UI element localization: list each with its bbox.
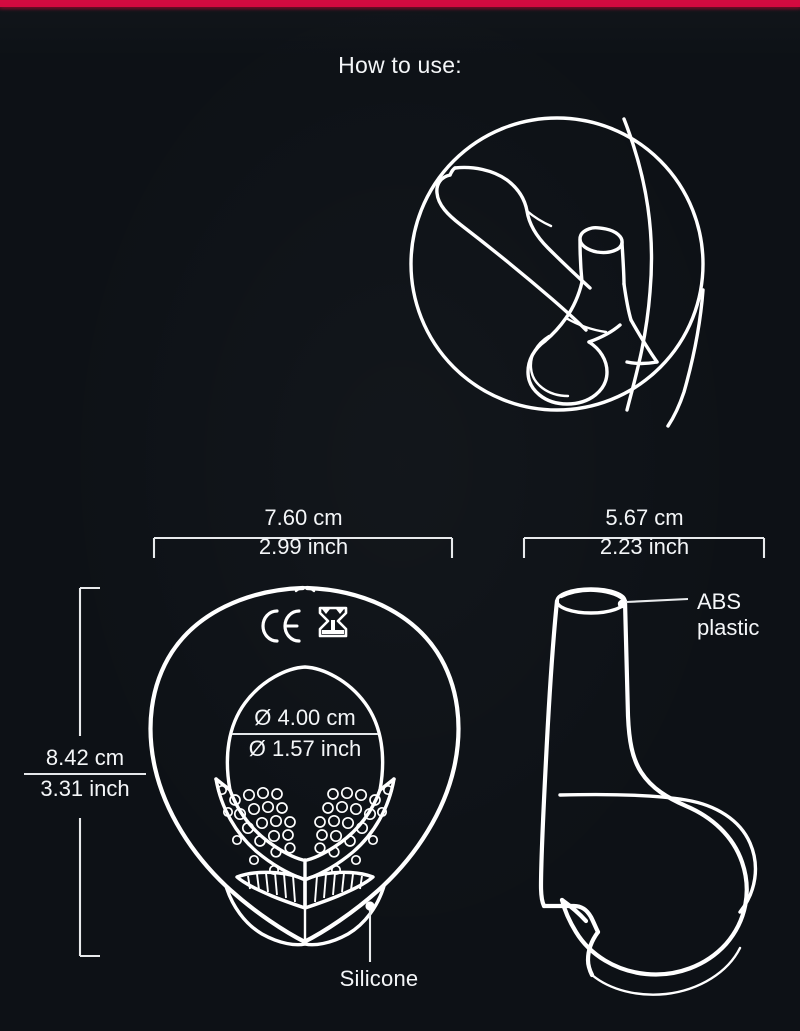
inner-diameter-label: Ø 4.00 cm Ø 1.57 inch <box>232 705 378 761</box>
inner-diameter-inch: Ø 1.57 inch <box>248 735 362 761</box>
front-width-dimension-label: 7.60 cm 2.99 inch <box>154 505 453 559</box>
usage-shaft-outline <box>435 165 592 332</box>
usage-body-contour <box>622 117 705 428</box>
accent-stripe <box>0 0 800 11</box>
usage-lower-loop <box>526 316 659 406</box>
ce-mark-icon <box>261 609 301 643</box>
abs-cap <box>555 587 627 615</box>
side-width-inch: 2.23 inch <box>599 533 690 559</box>
abs-plastic-line2: plastic <box>697 614 760 640</box>
side-width-cm: 5.67 cm <box>605 505 684 530</box>
abs-plastic-callout: ABS plastic <box>697 589 759 641</box>
front-height-inch: 3.31 inch <box>40 775 130 801</box>
abs-leader-line <box>617 597 689 609</box>
front-width-dimension-bracket <box>152 536 454 558</box>
inner-diameter-cm: Ø 4.00 cm <box>232 705 378 735</box>
usage-circle-outline <box>409 116 705 412</box>
front-height-cm: 8.42 cm <box>24 745 146 775</box>
side-width-dimension-bracket <box>522 536 766 558</box>
front-height-dimension-label: 8.42 cm 3.31 inch <box>24 745 146 801</box>
hourglass-use-by-icon <box>318 606 348 638</box>
abs-plastic-line1: ABS <box>697 589 742 614</box>
silicone-callout-text: Silicone <box>339 966 419 991</box>
side-view-drawing <box>538 587 758 996</box>
front-width-cm: 7.60 cm <box>264 505 343 530</box>
silicone-callout: Silicone <box>0 966 800 992</box>
front-width-inch: 2.99 inch <box>258 533 349 559</box>
front-view-drawing <box>148 585 461 962</box>
side-width-dimension-label: 5.67 cm 2.23 inch <box>524 505 765 559</box>
how-to-use-title: How to use: <box>338 52 462 78</box>
front-height-dimension-bracket <box>78 586 100 958</box>
front-texture-nubs <box>216 784 394 876</box>
front-ribbed-wings <box>235 870 375 910</box>
silicone-leader-line <box>365 901 375 962</box>
